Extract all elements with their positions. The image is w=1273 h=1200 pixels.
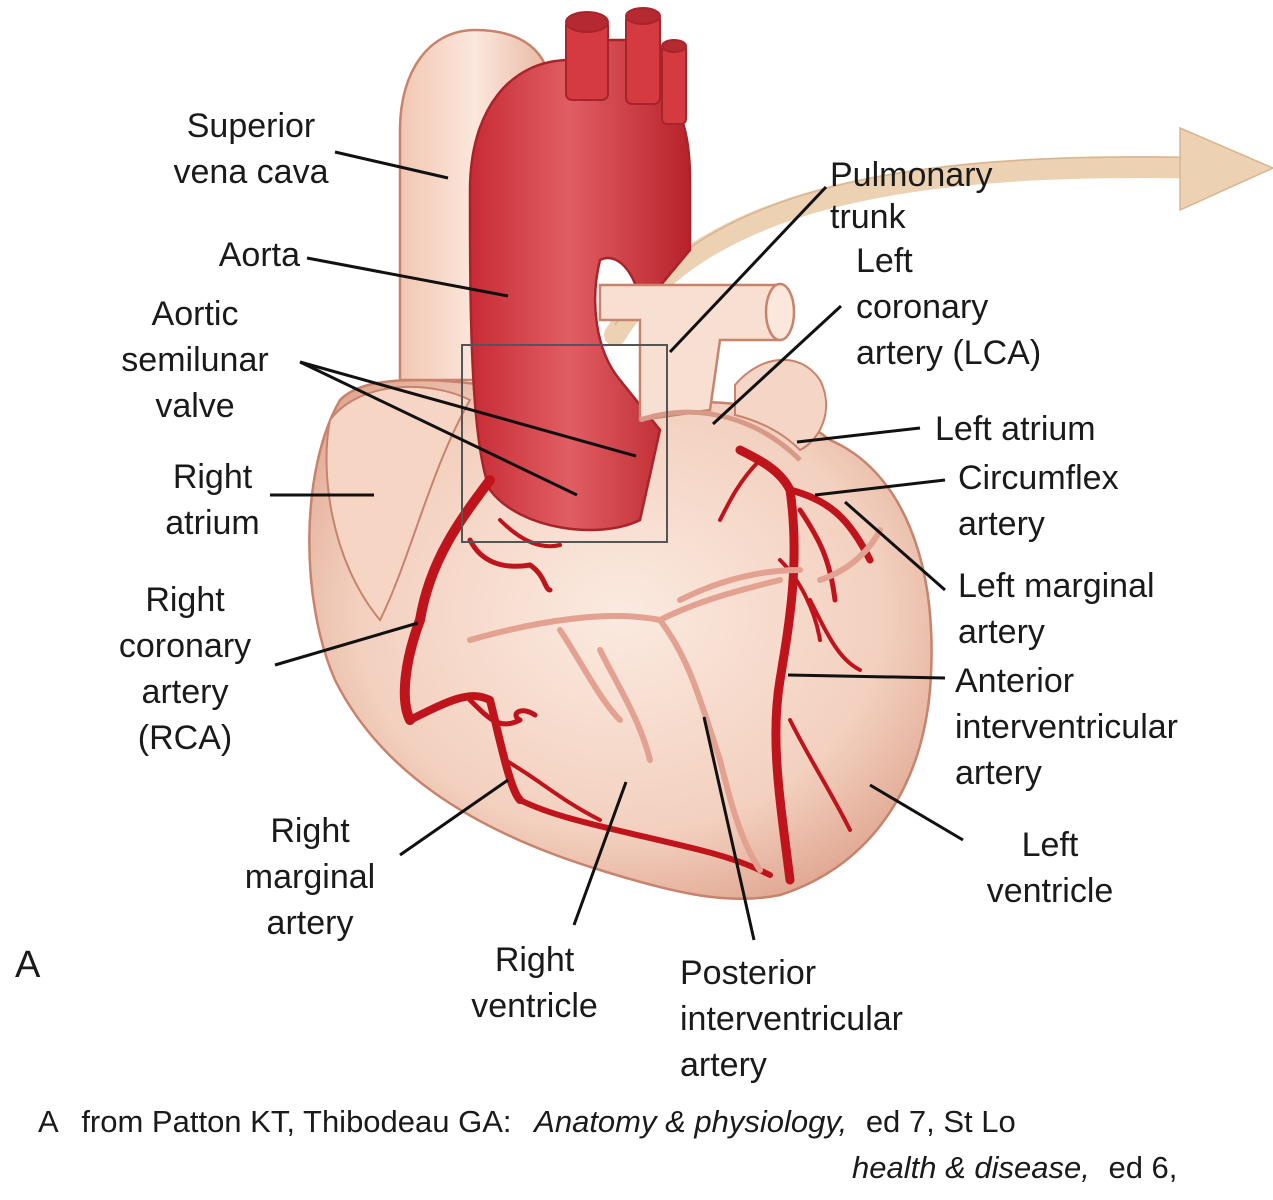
credit-suffix-2: ed 6, (1108, 1150, 1178, 1185)
credit-letter: A (38, 1104, 59, 1139)
credit-suffix-1: ed 7, St Lo (865, 1104, 1016, 1139)
label-superior-vena-cava: Superior vena cava (173, 107, 329, 191)
panel-letter: A (15, 944, 41, 986)
coronary-arteries (399, 445, 874, 885)
surface-vessels (467, 527, 883, 873)
label-posterior-interventricular-artery: Posterior interventricular artery (680, 954, 903, 1084)
label-left-coronary-artery: Left coronary artery (LCA) (856, 242, 1042, 372)
source-credit-line-1: A from Patton KT, Thibodeau GA: Anatomy … (38, 1104, 1016, 1140)
label-anterior-interventricular-artery: Anterior interventricular artery (955, 662, 1178, 792)
leader-lines (270, 150, 964, 941)
source-credit-line-2: health & disease, ed 6, (852, 1150, 1177, 1186)
label-left-marginal-artery: Left marginal artery (958, 567, 1155, 651)
label-left-ventricle: Left ventricle (986, 826, 1114, 910)
credit-title-2: health & disease, (852, 1150, 1090, 1185)
label-aorta: Aorta (218, 236, 300, 274)
label-right-coronary-artery: Right coronary artery (RCA) (118, 581, 252, 757)
label-right-atrium: Right atrium (165, 458, 260, 542)
label-pulmonary-trunk: Pulmonary trunk (830, 156, 993, 236)
credit-title-1: Anatomy & physiology, (534, 1104, 848, 1139)
label-circumflex-artery: Circumflex artery (958, 459, 1119, 543)
label-left-atrium: Left atrium (935, 410, 1096, 448)
label-right-marginal-artery: Right marginal artery (244, 812, 376, 942)
highlight-box (461, 344, 668, 543)
credit-prefix: from Patton KT, Thibodeau GA: (81, 1104, 512, 1139)
label-aortic-semilunar-valve: Aortic semilunar valve (121, 295, 269, 425)
label-right-ventricle: Right ventricle (471, 941, 598, 1025)
